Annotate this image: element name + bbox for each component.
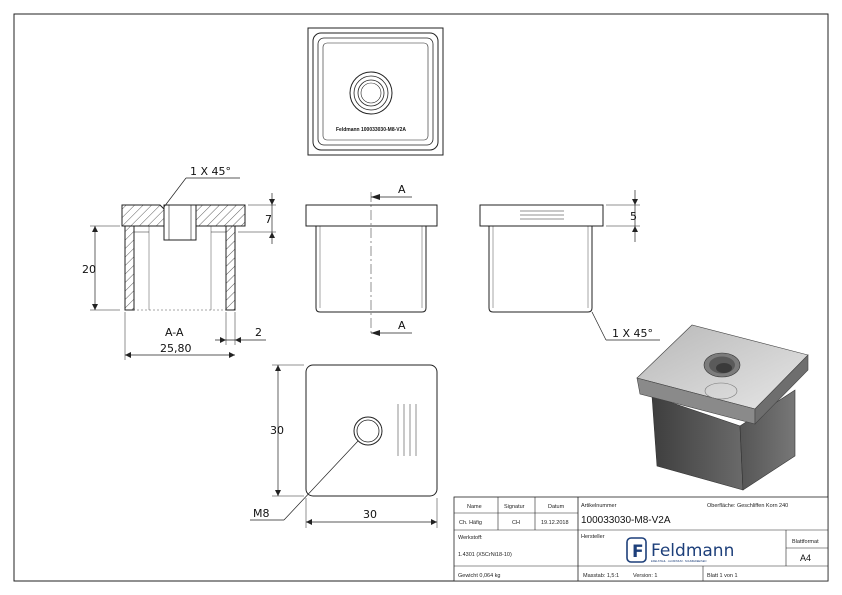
height-total-label: 20	[82, 263, 96, 276]
scale: Masstab: 1,5:1	[583, 573, 619, 579]
article-label: Artikelnummer	[581, 503, 617, 509]
sheet-frame	[13, 13, 829, 582]
logo-letter: F	[632, 542, 644, 562]
sheet-number: Blatt 1 von 1	[707, 573, 738, 579]
cap-height-side-label: 5	[630, 210, 637, 223]
bottom-height-label: 30	[270, 424, 284, 437]
top-view: Feldmann 100033030-M8-V2A	[307, 27, 444, 156]
row-name: Ch. Häfig	[459, 520, 482, 526]
inner-width-label: 25,80	[160, 342, 192, 355]
article-number: 100033030-M8-V2A	[581, 515, 671, 526]
bottom-view: 30 30 M8	[250, 364, 438, 528]
feldmann-logo: F Feldmann EDELSTAHL · ALUMINIUM · SCHMI…	[626, 537, 734, 563]
side-view: 5 1 X 45°	[479, 190, 660, 341]
sheet-format-value: A4	[800, 553, 811, 563]
section-marker-bottom: A	[398, 319, 406, 332]
logo-box-icon	[626, 537, 647, 563]
row-date: 19.12.2018	[541, 520, 569, 526]
section-marker-top: A	[398, 183, 406, 196]
section-dimensions: 1 X 45° 20 7 2 A-A 25,80	[82, 165, 276, 360]
header-name: Name	[467, 504, 482, 510]
isometric-view	[636, 324, 809, 491]
version: Version: 1	[633, 573, 657, 579]
header-date: Datum	[548, 504, 565, 510]
header-signature: Signatur	[504, 504, 525, 510]
logo-name: Feldmann	[651, 541, 734, 561]
sheet-format-label: Blattformat	[792, 539, 819, 545]
top-view-engraving: Feldmann 100033030-M8-V2A	[336, 127, 406, 133]
chamfer-side-label: 1 X 45°	[612, 327, 653, 340]
section-view	[121, 204, 246, 311]
chamfer-top-label: 1 X 45°	[190, 165, 231, 178]
manufacturer-label: Hersteller	[581, 534, 605, 540]
material-label: Werkstoff:	[458, 535, 483, 541]
weight: Gewicht 0,064 kg	[458, 573, 501, 579]
cap-height-label: 7	[265, 213, 272, 226]
front-view: A A	[305, 183, 438, 336]
surface-label: Oberfläche: Geschliffen Korn 240	[707, 503, 788, 509]
logo-tagline: EDELSTAHL · ALUMINIUM · SCHMIEDEEISEN	[651, 559, 706, 563]
title-block: Name Signatur Datum Ch. Häfig CH 19.12.2…	[453, 496, 829, 582]
section-label: A-A	[165, 326, 184, 339]
wall-label: 2	[255, 326, 262, 339]
material-value: 1.4301 (X5CrNi18-10)	[458, 552, 512, 558]
thread-label: M8	[253, 507, 270, 520]
row-signature: CH	[512, 520, 520, 526]
bottom-width-label: 30	[363, 508, 377, 521]
